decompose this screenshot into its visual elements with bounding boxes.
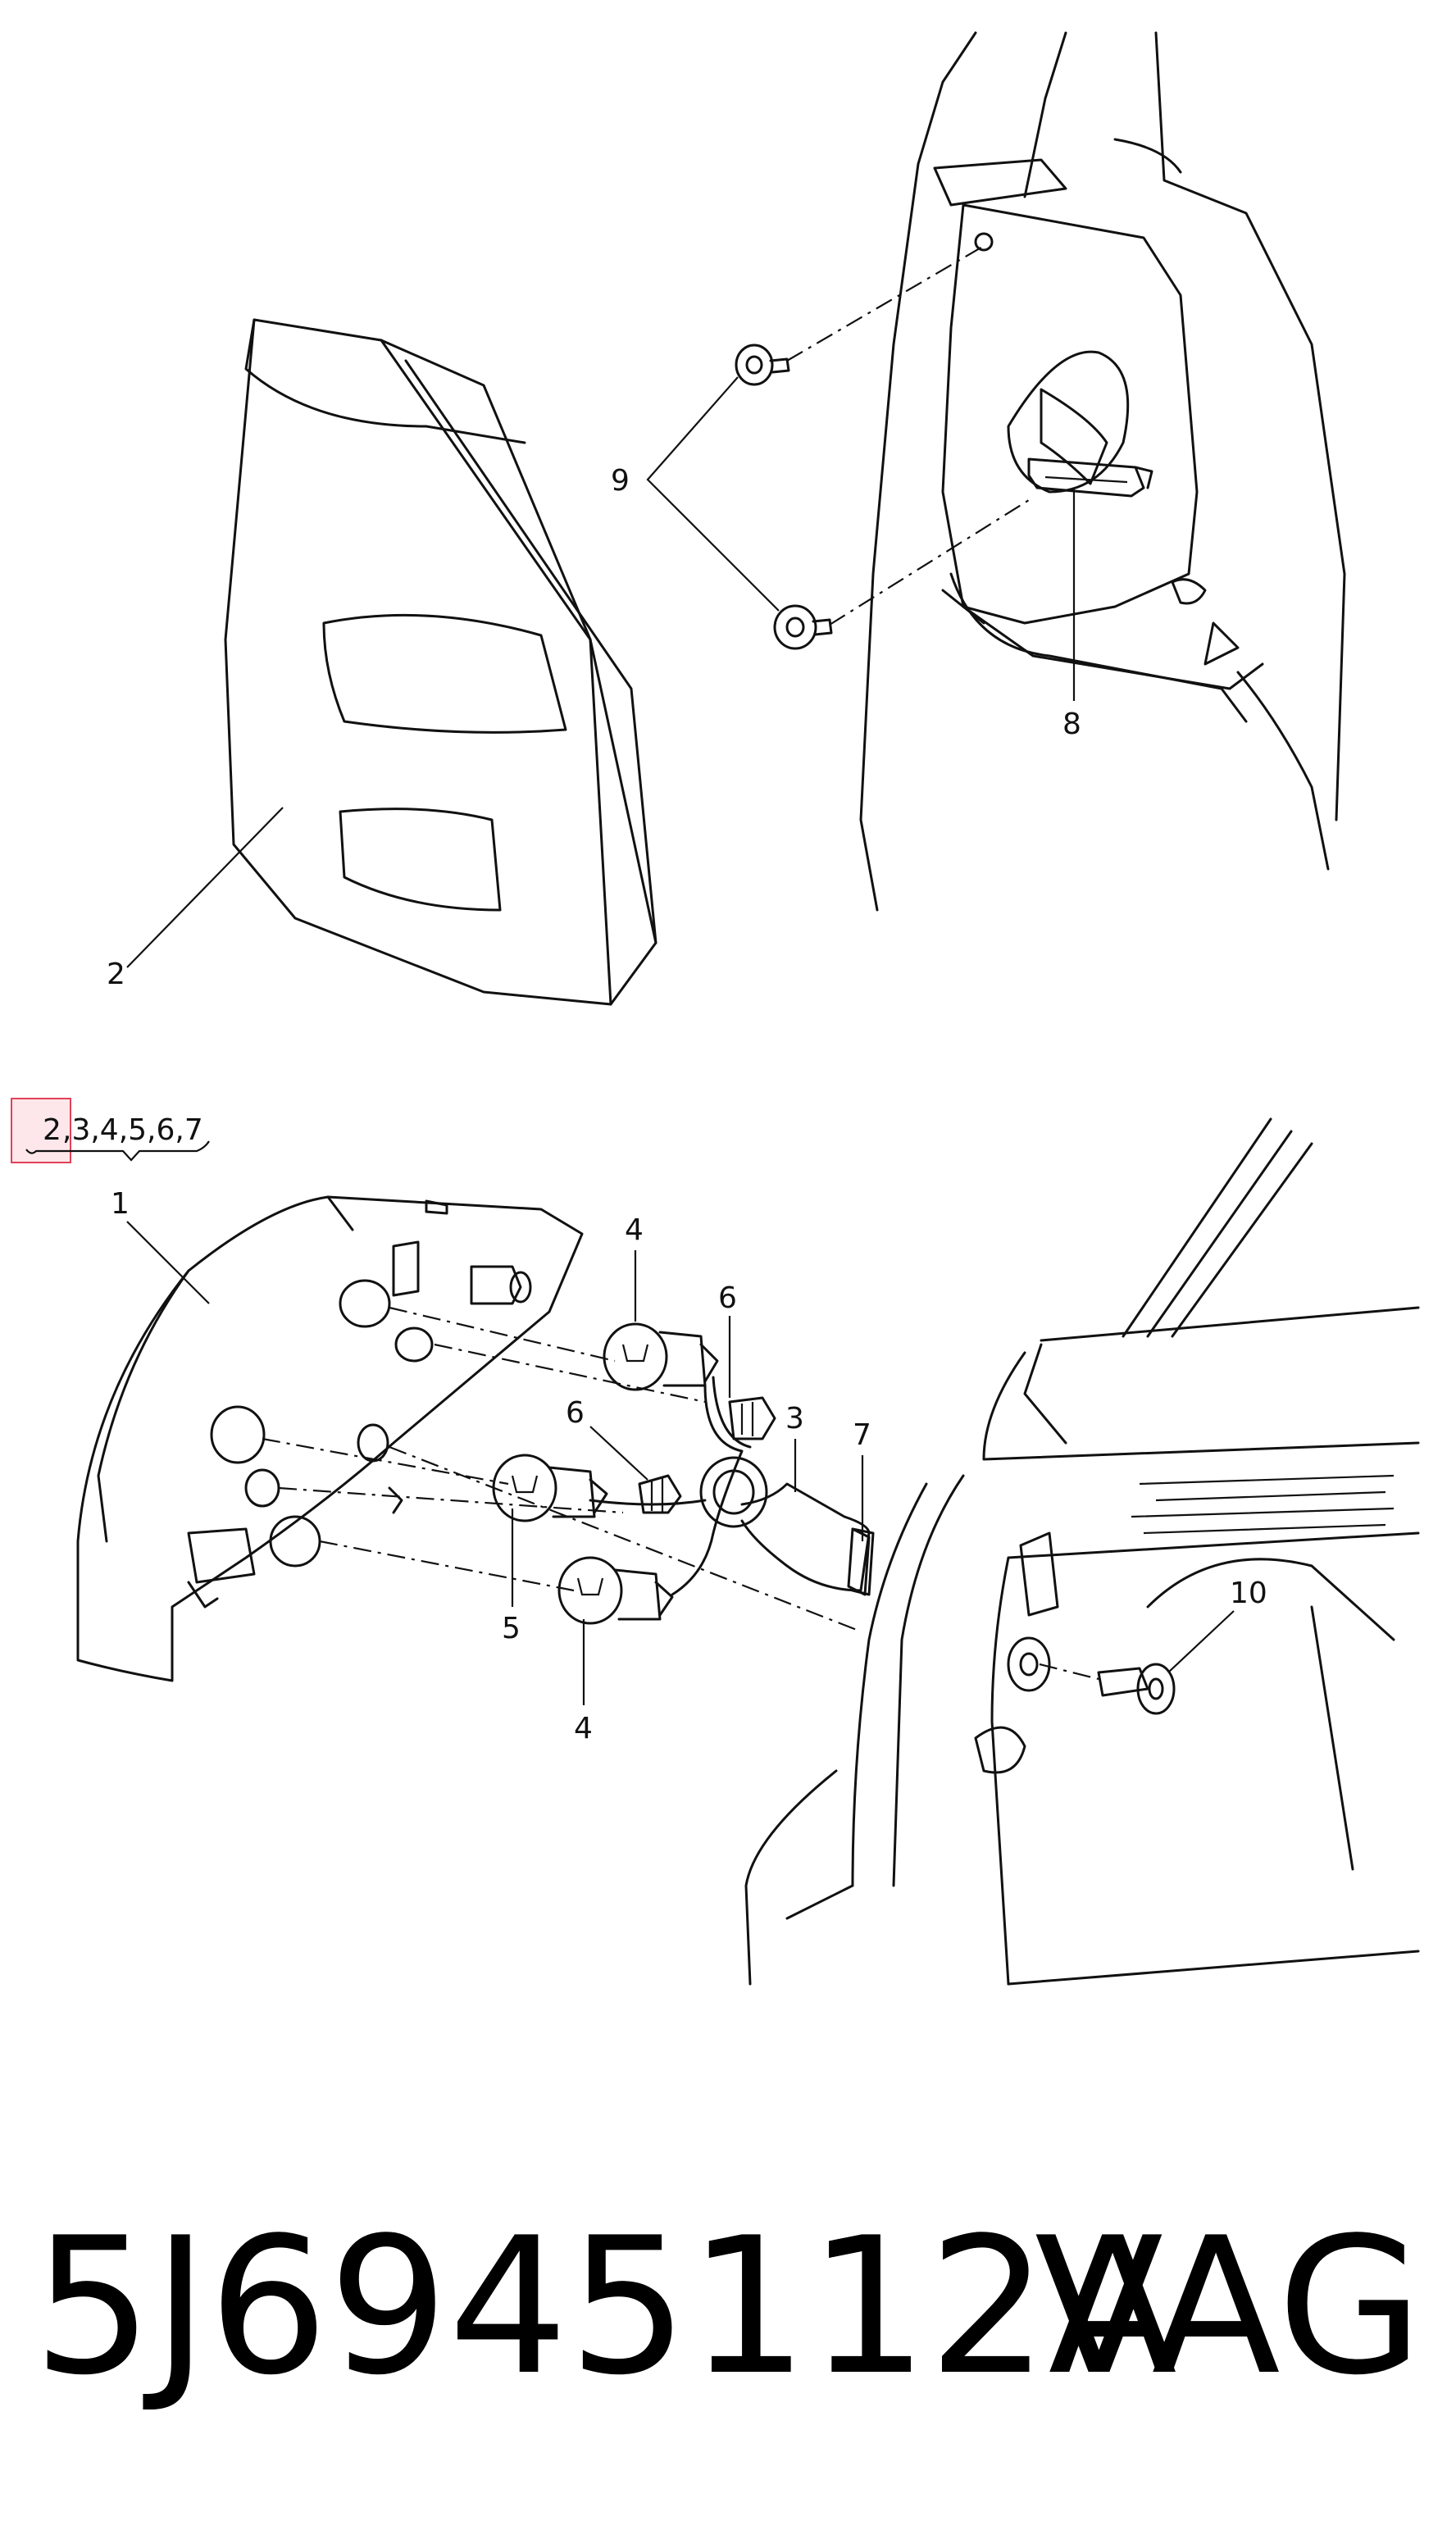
nut-part-9-lower xyxy=(773,604,833,650)
tail-lamp-housing xyxy=(224,318,657,1006)
assembly-line-10 xyxy=(1039,1663,1099,1681)
clip-part-10 xyxy=(1097,1663,1176,1715)
assembly-line-wiring xyxy=(278,1486,624,1514)
callout-1: 1 xyxy=(111,1187,130,1221)
connector-part-8 xyxy=(1027,457,1153,498)
group-brace xyxy=(25,1140,210,1162)
wiring-harness-part-3 xyxy=(589,1376,871,1596)
assembly-line-9-lower xyxy=(829,499,1030,626)
bulb-socket-part-6-mid xyxy=(638,1474,682,1514)
assembly-line-bulb-top xyxy=(389,1306,616,1363)
bulb-part-4-upper xyxy=(603,1322,719,1391)
leader-line-9 xyxy=(646,376,780,612)
leader-line-6-mid xyxy=(589,1426,648,1481)
assembly-line-socket-mid xyxy=(389,1445,862,1633)
callout-7: 7 xyxy=(853,1418,871,1452)
callout-6-mid: 6 xyxy=(566,1396,585,1430)
part-number: 5J6945112A xyxy=(33,2198,1177,2417)
leader-line-10 xyxy=(1167,1610,1235,1673)
bulb-part-5 xyxy=(492,1454,608,1522)
brand-name: VAG xyxy=(1034,2198,1423,2417)
leader-line-1 xyxy=(126,1221,210,1304)
bulb-part-4-lower xyxy=(557,1556,674,1625)
callout-5: 5 xyxy=(502,1612,521,1645)
leader-line-2-top xyxy=(126,807,284,968)
assembly-line-bulb-low xyxy=(319,1540,575,1592)
callout-10: 10 xyxy=(1230,1577,1267,1610)
vehicle-rear-corner-top xyxy=(859,31,1346,912)
bulb-socket-part-6-upper xyxy=(728,1396,776,1440)
callout-6-top: 6 xyxy=(718,1281,737,1315)
bulb-carrier xyxy=(76,1195,584,1682)
callout-4-top: 4 xyxy=(625,1213,644,1247)
group-label-rest: ,3,4,5,6,7 xyxy=(62,1113,203,1147)
parts-diagram: 2 8 9 2 ,3,4,5,6,7 xyxy=(11,31,1420,1986)
group-label-first: 2 xyxy=(43,1113,61,1147)
vehicle-rear-corner-bottom xyxy=(744,1117,1420,1986)
callout-2-top: 2 xyxy=(107,958,125,991)
assembly-line-9-upper xyxy=(786,245,985,362)
callout-8: 8 xyxy=(1062,708,1081,741)
callout-3: 3 xyxy=(785,1402,804,1436)
assembly-line-bulb-mid xyxy=(262,1437,509,1486)
nut-part-9-upper xyxy=(735,344,790,386)
assembly-line-socket-top xyxy=(434,1343,706,1404)
callout-9: 9 xyxy=(611,464,630,498)
callout-4-bottom: 4 xyxy=(574,1712,593,1745)
